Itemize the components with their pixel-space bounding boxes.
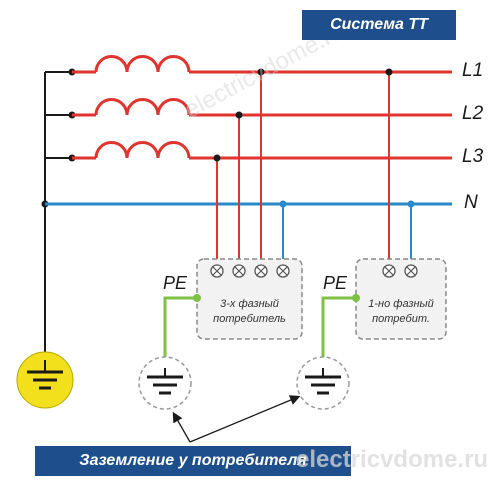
consumer-ground-3phase-icon — [138, 356, 192, 410]
consumer-ground-1phase-icon — [296, 356, 350, 410]
terminal-screw-icon — [210, 264, 224, 278]
phase-l2 — [72, 98, 452, 117]
pointer-arrow-1phase — [189, 395, 301, 443]
phase-l1 — [72, 55, 452, 74]
junction-l1-3phase — [257, 68, 265, 76]
coil-l2 — [94, 98, 191, 116]
coil-l3 — [94, 141, 191, 159]
pointer-arrow-3phase — [172, 411, 191, 443]
terminal-screw-icon — [254, 264, 268, 278]
phase-l3 — [72, 141, 452, 160]
coil-l1 — [94, 55, 191, 73]
junction-n-1phase — [407, 200, 415, 208]
pe-label-1phase: PE — [323, 273, 348, 293]
pe-wire-3phase — [163, 296, 197, 368]
pe-wire-1phase — [321, 296, 356, 368]
junction-n-3phase — [279, 200, 287, 208]
bottom-caption: Заземление у потребителя — [35, 446, 351, 476]
diagram-title: Система ТТ — [302, 10, 456, 40]
consumer-1phase-label: 1-но фазный потребит. — [368, 298, 434, 325]
terminal-screw-icon — [404, 264, 418, 278]
junction-l1-1phase — [385, 68, 393, 76]
line-label-l3: L3 — [462, 146, 484, 167]
terminal-screw-icon — [232, 264, 246, 278]
pe-junction-3phase — [193, 294, 201, 302]
source-ground-icon — [16, 351, 74, 409]
junction-l3-3phase — [213, 154, 221, 162]
watermark-bottom: electricvdome.ru — [296, 446, 489, 473]
terminal-screw-icon — [382, 264, 396, 278]
terminal-screw-icon — [276, 264, 290, 278]
pe-label-3phase: PE — [163, 273, 188, 293]
line-label-l2: L2 — [462, 103, 484, 124]
pe-junction-1phase — [352, 294, 360, 302]
line-label-l1: L1 — [462, 60, 484, 81]
consumer-3phase-label: 3-х фазный потребитель — [213, 298, 286, 325]
junction-l2-3phase — [235, 111, 243, 119]
line-label-n: N — [464, 192, 478, 213]
